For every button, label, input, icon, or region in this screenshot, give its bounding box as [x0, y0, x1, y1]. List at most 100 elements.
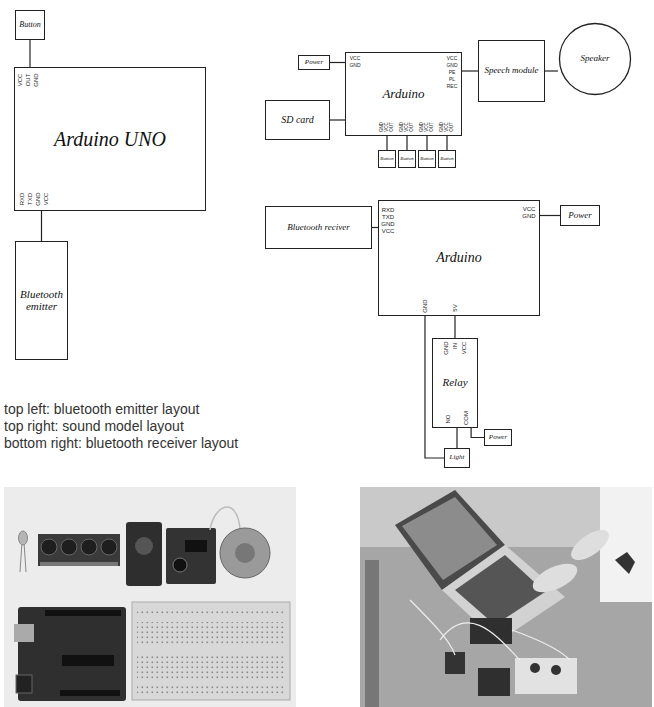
- node-label: Arduino UNO: [54, 129, 166, 150]
- wire: [545, 70, 558, 71]
- bluetooth-box: Bluetooth reciver: [265, 206, 372, 249]
- wire: [446, 136, 447, 150]
- caption-line: top right: sound model layout: [4, 419, 184, 433]
- pin-label: GND: [35, 192, 41, 205]
- parts-photo: [4, 487, 296, 707]
- pin-label: RXD: [382, 207, 395, 213]
- wire: [454, 316, 455, 338]
- pin-label: VCC: [461, 342, 467, 355]
- pin-label: GND: [446, 63, 457, 68]
- pin-label: GND: [381, 221, 394, 227]
- pin-label: VCC: [385, 122, 390, 132]
- light-box: Light: [444, 448, 470, 468]
- button-box: Button: [378, 150, 396, 168]
- pin-label: OUT: [25, 74, 31, 87]
- pin-label: GND: [522, 213, 535, 219]
- node-label: Button: [420, 156, 433, 161]
- node-label: Button: [400, 156, 413, 161]
- node-label: Speech module: [484, 66, 538, 75]
- node-label: Bluetooth emitter: [18, 289, 65, 312]
- node-label: Bluetooth reciver: [287, 223, 349, 232]
- sd-slot: [135, 537, 153, 555]
- pin-label: RXD: [19, 193, 25, 206]
- pin-label: GND: [33, 73, 39, 86]
- led-lead: [20, 542, 22, 572]
- keys: [455, 555, 545, 625]
- pin-label: VCC: [425, 122, 430, 132]
- sd-module: [126, 522, 162, 586]
- arduino-box: Arduino UNO: [14, 67, 206, 211]
- led-lead: [24, 542, 26, 572]
- breadboard: [515, 658, 577, 694]
- node-label: Button: [380, 156, 393, 161]
- power-box: Power: [560, 205, 600, 226]
- pin-label: GND: [443, 341, 449, 354]
- pin-label: GND: [420, 122, 425, 132]
- button-box: Button: [15, 10, 45, 40]
- pin-label: COM: [463, 411, 469, 425]
- pin-label: PE: [449, 70, 456, 75]
- node-label: Arduino: [382, 87, 424, 101]
- wire: [330, 119, 345, 120]
- wire: [540, 215, 560, 216]
- pin-label: TXD: [382, 214, 394, 220]
- breadboard-holes: [137, 686, 285, 694]
- board: [478, 668, 510, 696]
- hand: [529, 558, 582, 598]
- pin-label: VCC: [405, 122, 410, 132]
- pin-label: GND: [400, 122, 405, 132]
- arduino-box: Arduino: [378, 200, 540, 316]
- pin-label: OUT: [430, 122, 435, 132]
- speaker-photo: [220, 528, 270, 578]
- button-cap: [101, 539, 117, 555]
- pin-label: REC: [447, 84, 458, 89]
- node-label: Arduino: [436, 251, 481, 266]
- node-label: Power: [305, 59, 323, 66]
- photo-ground: [360, 487, 652, 707]
- pin-label: VCC: [43, 193, 49, 206]
- pin-header: [45, 610, 121, 616]
- button-box: Button: [418, 150, 436, 168]
- module: [445, 652, 465, 674]
- speech-module-box: Speech module: [478, 40, 545, 102]
- arduino-board: [18, 607, 126, 701]
- button-box: Button: [438, 150, 456, 168]
- pin-label: VCC: [447, 56, 458, 61]
- node-label: Power: [489, 434, 507, 441]
- window-frame: [365, 560, 379, 707]
- pin-label: VCC: [17, 74, 23, 87]
- node-label: Speaker: [581, 54, 610, 63]
- wire: [330, 62, 345, 63]
- shirt: [600, 487, 652, 602]
- microphone: [173, 558, 187, 572]
- node-label: Button: [19, 21, 40, 29]
- bluetooth-box: Bluetooth emitter: [15, 241, 68, 360]
- pin-label: TXD: [27, 193, 33, 205]
- caption-line: bottom right: bluetooth receiver layout: [4, 436, 238, 450]
- pin-label: GND: [380, 122, 385, 132]
- pin-label: VCC: [523, 206, 536, 212]
- pin-label: VCC: [350, 56, 361, 61]
- button-cap: [61, 539, 77, 555]
- node-label: Button: [440, 156, 453, 161]
- power-box: Power: [484, 429, 512, 446]
- button-modules: [38, 534, 120, 566]
- node-label: Light: [450, 454, 465, 461]
- power-jack: [16, 675, 32, 693]
- pin-label: OUT: [390, 122, 395, 132]
- speaker-cone: [235, 543, 255, 563]
- pin-label: VCC: [445, 122, 450, 132]
- speaker-wire: [210, 507, 240, 530]
- board: [470, 618, 512, 644]
- button-cap: [551, 665, 561, 675]
- breadboard-holes: [137, 656, 285, 680]
- pin-label: GND: [422, 299, 428, 312]
- pin-label: NO: [445, 415, 451, 424]
- wire: [41, 211, 42, 241]
- button-cap: [81, 539, 97, 555]
- caption-line: top left: bluetooth emitter layout: [4, 402, 199, 416]
- breadboard-holes: [137, 608, 285, 616]
- wire: [471, 428, 484, 438]
- chip: [185, 540, 207, 552]
